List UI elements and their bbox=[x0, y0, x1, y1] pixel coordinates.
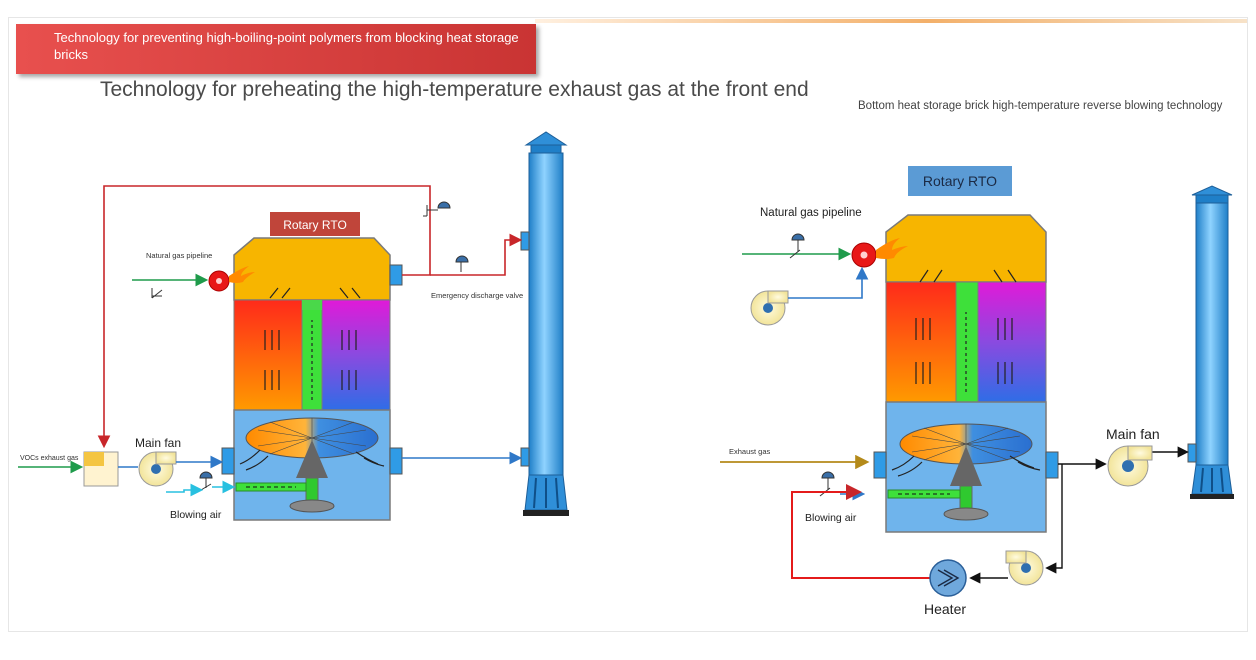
right-rto-diagram: Rotary RTO bbox=[720, 166, 1234, 617]
left-blowing-air-label: Blowing air bbox=[170, 509, 222, 521]
decorative-top-line bbox=[535, 19, 1247, 23]
left-main-fan bbox=[138, 451, 177, 487]
right-title-box bbox=[908, 166, 1012, 196]
right-exhaust-stack bbox=[1187, 185, 1234, 499]
left-title: Rotary RTO bbox=[283, 218, 347, 232]
section-subtitle-left: Technology for preheating the high-tempe… bbox=[100, 78, 809, 101]
right-main-fan-label: Main fan bbox=[1106, 426, 1160, 442]
left-emergency-line bbox=[430, 233, 523, 276]
left-rto-chamber bbox=[208, 237, 403, 521]
right-heater-label: Heater bbox=[924, 601, 966, 617]
left-emergency-valve-label: Emergency discharge valve bbox=[431, 291, 523, 300]
right-blowing-air-label: Blowing air bbox=[805, 512, 857, 524]
right-natural-gas-label: Natural gas pipeline bbox=[760, 207, 862, 219]
right-reverse-fan bbox=[1005, 550, 1044, 586]
right-combustion-fan bbox=[750, 290, 789, 326]
content-frame bbox=[8, 17, 1248, 632]
section-subtitle-right: Bottom heat storage brick high-temperatu… bbox=[858, 100, 1223, 112]
flow-arrows-right bbox=[891, 269, 1041, 477]
right-rto-chamber bbox=[851, 214, 1059, 533]
left-rto-diagram: Rotary RTO bbox=[18, 131, 569, 521]
left-preheat-line bbox=[97, 185, 431, 449]
left-title-box bbox=[270, 212, 360, 236]
left-vocs-label: VOCs exhaust gas bbox=[20, 455, 79, 462]
banner-title: Technology for preventing high-boiling-p… bbox=[16, 24, 536, 74]
right-valves bbox=[789, 233, 835, 497]
right-blowing-loop bbox=[791, 484, 930, 579]
left-exhaust-stack bbox=[520, 131, 569, 516]
flow-arrows-left bbox=[239, 287, 385, 471]
left-natural-gas-label: Natural gas pipeline bbox=[146, 251, 212, 260]
right-main-fan bbox=[1107, 445, 1153, 487]
right-heater bbox=[929, 559, 967, 597]
right-exhaust-label: Exhaust gas bbox=[729, 447, 771, 456]
left-main-fan-label: Main fan bbox=[135, 436, 181, 450]
right-title: Rotary RTO bbox=[923, 173, 997, 189]
left-valves bbox=[151, 201, 469, 491]
